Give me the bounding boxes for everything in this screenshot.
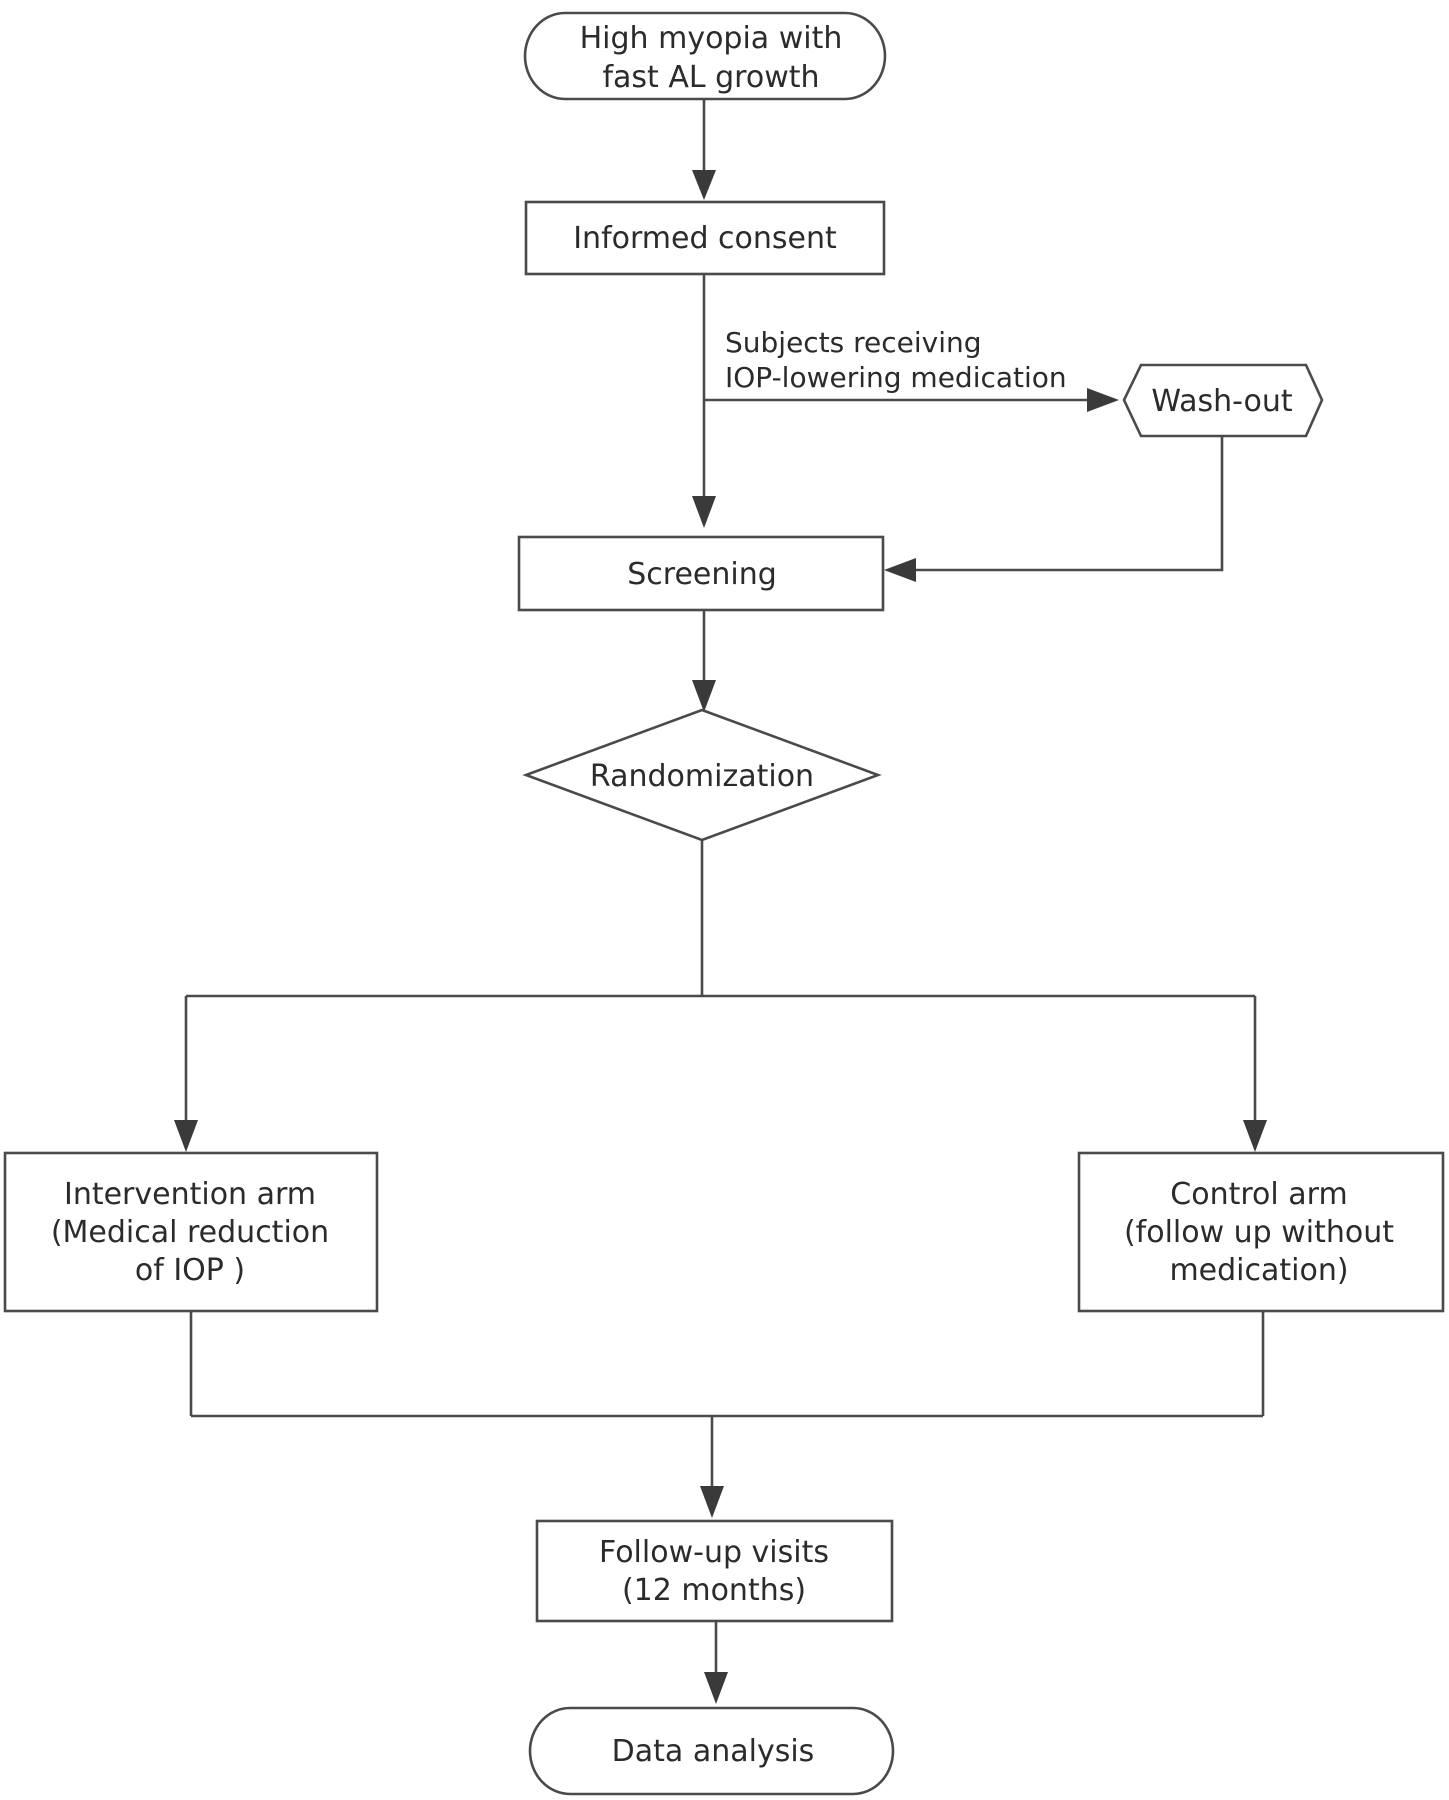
- arrowheads: [174, 170, 1267, 1704]
- followup-box: [535, 1519, 894, 1623]
- arrowhead-consent: [692, 170, 716, 200]
- control-label-line-2: (follow up without: [1124, 1215, 1394, 1250]
- analysis-label: Data analysis: [612, 1734, 815, 1769]
- intervention-box: [3, 1151, 379, 1313]
- followup-label-line-2: (12 months): [622, 1573, 806, 1608]
- screening-box: [517, 535, 885, 612]
- start-label-line-1: High myopia with: [580, 21, 843, 56]
- washout-hexagon: [1122, 363, 1324, 438]
- arrowhead-randomization: [692, 680, 716, 712]
- intervention-label-line-3: of IOP ): [135, 1253, 245, 1288]
- randomization-diamond: [522, 708, 882, 842]
- screening-label: Screening: [627, 557, 777, 592]
- arrowhead-washout: [1087, 388, 1119, 412]
- start-terminal: [523, 11, 887, 101]
- consent-box: [524, 200, 886, 276]
- node-labels: High myopia with fast AL growth Informed…: [51, 21, 1394, 1769]
- intervention-label-line-1: Intervention arm: [64, 1177, 316, 1212]
- washout-condition-line-2: IOP-lowering medication: [725, 361, 1067, 394]
- consent-label: Informed consent: [573, 221, 837, 256]
- arrowhead-analysis: [704, 1672, 728, 1704]
- arrowhead-followup: [700, 1486, 724, 1518]
- washout-condition-line-1: Subjects receiving: [725, 326, 982, 359]
- control-box: [1077, 1151, 1445, 1313]
- analysis-terminal: [528, 1706, 895, 1796]
- washout-label: Wash-out: [1151, 384, 1293, 419]
- intervention-label-line-2: (Medical reduction: [51, 1215, 329, 1250]
- control-label-line-3: medication): [1169, 1253, 1348, 1288]
- followup-label-line-1: Follow-up visits: [599, 1535, 829, 1570]
- control-label-line-1: Control arm: [1170, 1177, 1347, 1212]
- arrowhead-screening: [692, 496, 716, 528]
- start-label-line-2: fast AL growth: [602, 60, 819, 95]
- arrowhead-screening-side: [884, 558, 916, 582]
- node-shapes: [3, 11, 1445, 1796]
- edge-washout-screening: [910, 436, 1224, 572]
- randomization-label: Randomization: [590, 759, 814, 794]
- arrowhead-control: [1243, 1120, 1267, 1152]
- arrowhead-intervention: [174, 1120, 198, 1152]
